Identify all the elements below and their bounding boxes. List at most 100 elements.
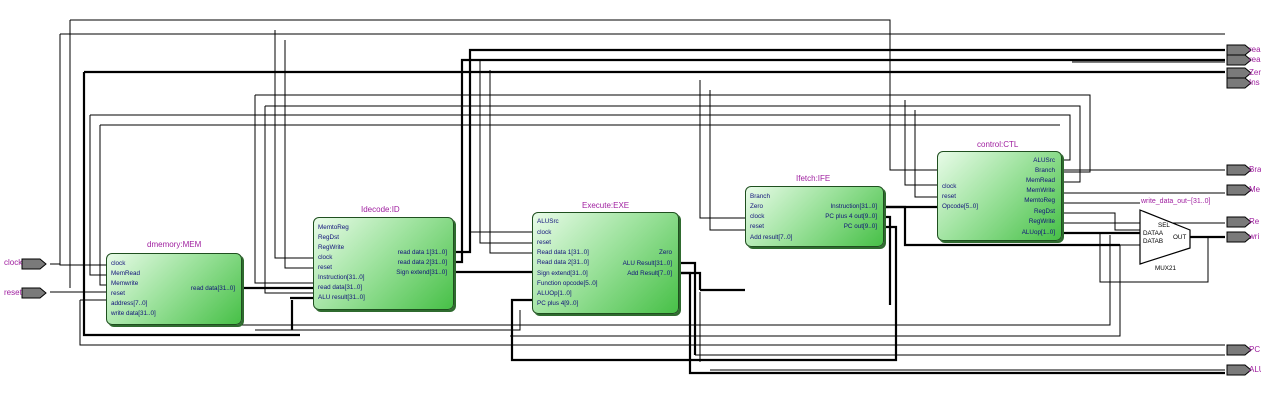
pin-ife-in-0: Branch xyxy=(750,193,770,200)
wire xyxy=(284,40,313,269)
pin-exe-out-1: ALU Result[31..0] xyxy=(622,260,672,267)
block-title-ctl: control:CTL xyxy=(977,140,1019,149)
block-mem[interactable]: clock MemRead Memwrite reset address[7..… xyxy=(106,253,242,325)
wire xyxy=(240,235,1111,326)
port-label-out: rea xyxy=(1249,55,1261,64)
block-exe[interactable]: ALUSrc clock reset Read data 1[31..0] Re… xyxy=(532,212,679,314)
pin-exe-in-1: clock xyxy=(537,229,552,236)
pin-mem-in-4: address[7..0] xyxy=(111,300,148,307)
bus xyxy=(510,225,898,362)
pin-exe-in-2: reset xyxy=(537,239,551,246)
port-out-arrow xyxy=(1226,184,1252,196)
pin-exe-out-2: Add Result[7..0] xyxy=(627,270,672,277)
wire xyxy=(914,110,937,198)
pin-id-out-1: read data 2[31..0] xyxy=(397,259,447,266)
pin-mem-out-0: read data[31..0] xyxy=(190,285,235,292)
pin-exe-in-7: ALUOp[1..0] xyxy=(537,290,572,297)
port-out-arrow xyxy=(1226,344,1252,356)
wire xyxy=(265,105,1081,183)
pin-id-in-7: ALU result[31..0] xyxy=(318,294,365,301)
pin-ctl-in-1: reset xyxy=(942,193,956,200)
block-title-ife: Ifetch:IFE xyxy=(796,174,831,183)
mux-pin-out: OUT xyxy=(1173,234,1187,241)
pin-id-in-2: RegWrite xyxy=(318,244,345,251)
wire xyxy=(255,310,521,331)
pin-ctl-out-5: RegDst xyxy=(1034,208,1055,215)
pin-ife-in-2: clock xyxy=(750,213,765,220)
block-id[interactable]: MemtoReg RegDst RegWrite clock reset Ins… xyxy=(313,217,454,310)
bus xyxy=(882,215,892,305)
port-out-arrow xyxy=(1226,216,1252,228)
port-label-out: Me xyxy=(1249,185,1261,194)
wire xyxy=(469,50,532,233)
pin-exe-in-3: Read data 1[31..0] xyxy=(537,249,589,256)
bus xyxy=(677,271,1225,375)
block-title-id: Idecode:ID xyxy=(361,205,400,214)
pin-ife-in-3: reset xyxy=(750,223,764,230)
input-ports xyxy=(21,258,47,299)
port-out-arrow xyxy=(1226,77,1252,89)
pin-id-in-4: reset xyxy=(318,264,332,271)
block-ctl[interactable]: clock reset Opcode[5..0] ALUSrc Branch M… xyxy=(937,151,1062,241)
mux-label: write_data_out~[31..0] xyxy=(1141,198,1211,205)
block-title-mem: dmemory:MEM xyxy=(147,240,202,249)
port-out-arrow xyxy=(1226,67,1252,79)
pin-mem-in-5: write data[31..0] xyxy=(111,310,156,317)
port-clock-arrow xyxy=(21,258,47,270)
pin-ife-out-1: PC plus 4 out[9..0] xyxy=(825,213,877,220)
port-label-out: PC xyxy=(1249,345,1261,354)
wire xyxy=(59,34,106,266)
wire xyxy=(99,125,106,286)
port-label-out: Bra xyxy=(1249,165,1261,174)
pin-ctl-out-1: Branch xyxy=(1035,167,1055,174)
wire xyxy=(479,60,532,244)
pin-ctl-out-2: MemRead xyxy=(1025,177,1055,184)
pin-mem-in-1: MemRead xyxy=(111,270,141,277)
port-label-out: ALU xyxy=(1249,365,1261,374)
pin-id-in-3: clock xyxy=(318,254,333,261)
pin-exe-out-0: Zero xyxy=(659,249,672,256)
wire xyxy=(254,95,313,284)
pin-mem-in-0: clock xyxy=(111,260,126,267)
bus xyxy=(82,72,300,337)
pin-ctl-in-0: clock xyxy=(942,183,957,190)
port-out-arrow xyxy=(1226,231,1252,243)
mux-pin-dataa: DATAA xyxy=(1143,230,1164,237)
output-ports xyxy=(1226,44,1252,376)
mux-name: MUX21 xyxy=(1155,265,1176,272)
wire xyxy=(79,300,1225,346)
pin-ctl-out-0: ALUSrc xyxy=(1033,157,1055,164)
port-out-arrow xyxy=(1226,164,1252,176)
pin-id-in-5: Instruction[31..0] xyxy=(318,274,365,281)
bus xyxy=(677,261,697,355)
wire xyxy=(90,114,1071,161)
wire xyxy=(255,94,1091,173)
port-out-arrow xyxy=(1226,364,1252,376)
port-label-in: clock xyxy=(4,258,23,267)
wire xyxy=(904,100,937,186)
pin-ife-in-1: Zero xyxy=(750,203,763,210)
block-ife[interactable]: Branch Zero clock reset Add result[7..0]… xyxy=(745,186,884,247)
block-title-exe: Execute:EXE xyxy=(582,201,630,210)
port-out-arrow xyxy=(1226,54,1252,66)
wire xyxy=(489,70,532,254)
pin-exe-in-6: Function opcode[5..0] xyxy=(537,280,598,287)
wire xyxy=(89,115,106,276)
bus xyxy=(677,271,702,290)
pin-ctl-out-3: MemWrite xyxy=(1026,187,1055,194)
wire xyxy=(1060,212,1140,231)
wire xyxy=(510,244,1140,337)
pin-exe-in-8: PC plus 4[9..0] xyxy=(537,300,579,307)
pin-ctl-out-6: RegWrite xyxy=(1028,218,1055,225)
wire xyxy=(699,80,745,219)
port-label-in: reset xyxy=(4,288,22,297)
pin-id-out-0: read data 1[31..0] xyxy=(397,249,447,256)
port-out-arrow xyxy=(1226,44,1252,56)
pin-id-in-6: read data[31..0] xyxy=(318,284,363,291)
pin-ctl-in-2: Opcode[5..0] xyxy=(942,203,979,210)
port-label-out: Ins xyxy=(1249,78,1260,87)
mux-pin-datab: DATAB xyxy=(1143,238,1164,245)
pin-exe-in-0: ALUSrc xyxy=(537,218,559,225)
pin-id-in-1: RegDst xyxy=(318,234,339,241)
